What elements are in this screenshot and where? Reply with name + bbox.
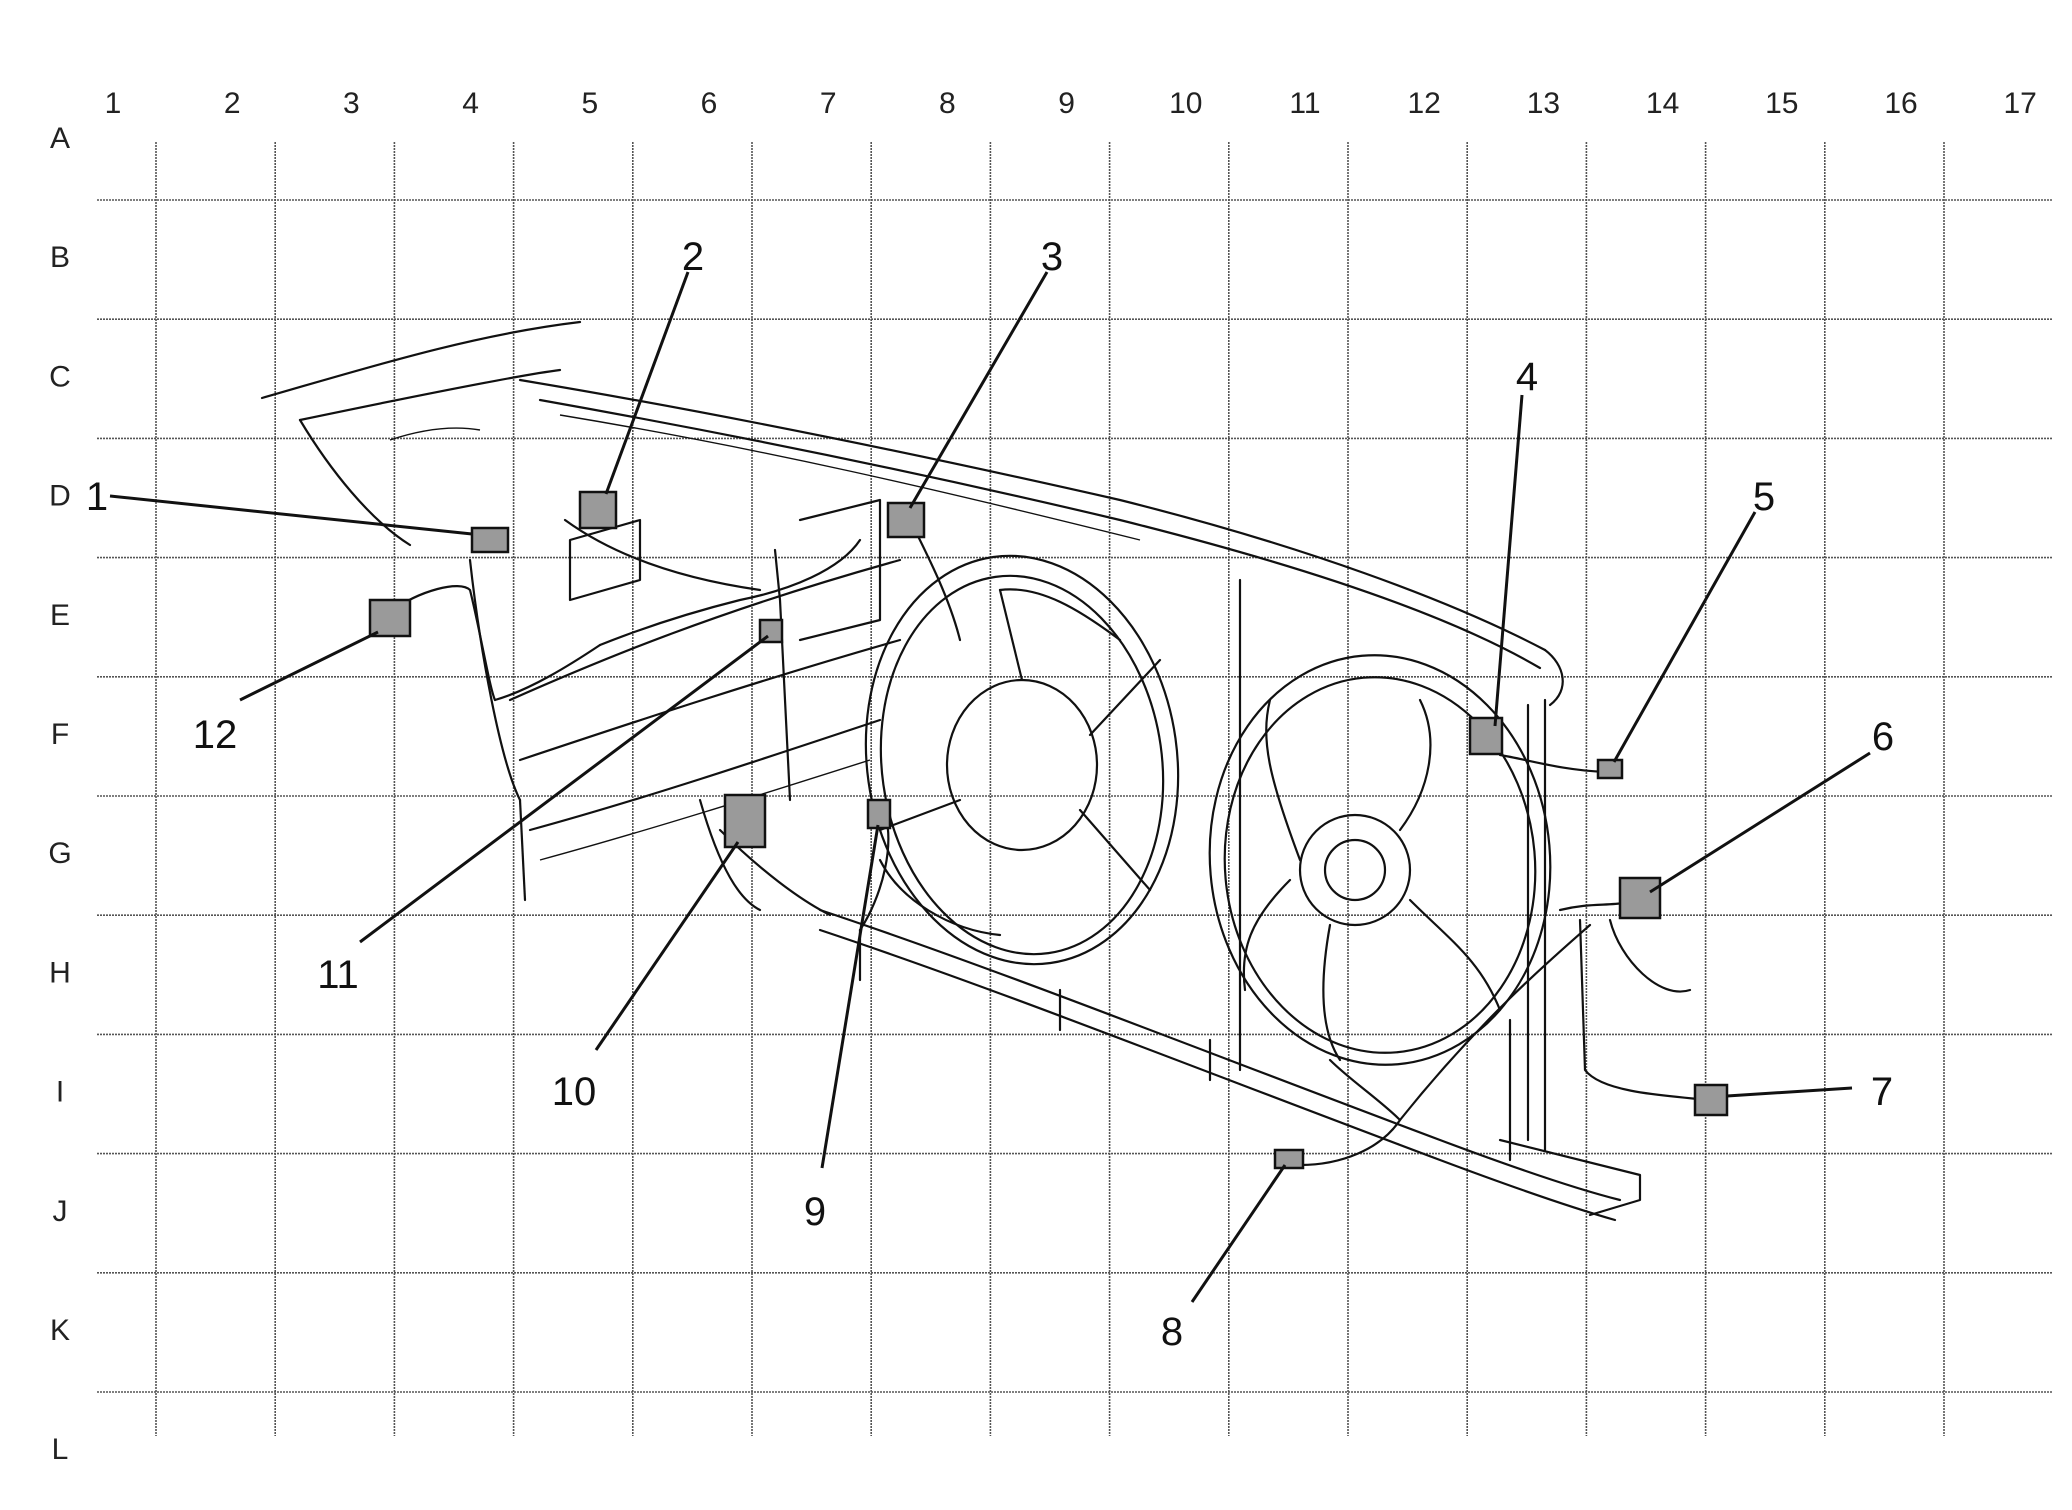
column-label: 10 bbox=[1169, 87, 1202, 120]
row-label: G bbox=[48, 837, 71, 870]
radiator-support-artwork bbox=[260, 320, 1712, 1222]
callout-9: 9 bbox=[804, 1190, 826, 1234]
column-label: 17 bbox=[2004, 87, 2037, 120]
column-label: 16 bbox=[1884, 87, 1917, 120]
row-label: A bbox=[50, 122, 70, 155]
column-label: 2 bbox=[224, 87, 241, 120]
column-label: 14 bbox=[1646, 87, 1679, 120]
callout-1: 1 bbox=[86, 475, 108, 519]
callout-3: 3 bbox=[1041, 235, 1063, 279]
row-label: C bbox=[49, 360, 71, 393]
connector-6 bbox=[1618, 876, 1662, 920]
connector-5 bbox=[1596, 758, 1624, 780]
column-label: 9 bbox=[1058, 87, 1075, 120]
column-label: 8 bbox=[939, 87, 956, 120]
row-label: F bbox=[51, 718, 69, 751]
connector-4 bbox=[1468, 716, 1504, 756]
leader-8 bbox=[1190, 1164, 1287, 1303]
connector-3 bbox=[886, 501, 926, 539]
row-label: J bbox=[53, 1195, 68, 1228]
column-label: 7 bbox=[820, 87, 837, 120]
column-label: 4 bbox=[462, 87, 479, 120]
column-label: 15 bbox=[1765, 87, 1798, 120]
grid bbox=[97, 142, 2052, 1436]
column-label: 11 bbox=[1289, 87, 1320, 120]
callout-2: 2 bbox=[682, 235, 704, 279]
leader-lines bbox=[109, 271, 1871, 1303]
column-label: 12 bbox=[1408, 87, 1441, 120]
leader-11 bbox=[359, 634, 769, 944]
leader-2 bbox=[604, 271, 690, 495]
leader-10 bbox=[594, 841, 740, 1051]
callout-12: 12 bbox=[193, 713, 238, 757]
leader-5 bbox=[1612, 511, 1757, 763]
leader-6 bbox=[1649, 751, 1871, 894]
row-label: D bbox=[49, 480, 71, 513]
column-label: 3 bbox=[343, 87, 360, 120]
connector-10 bbox=[723, 793, 767, 849]
connector-8 bbox=[1273, 1148, 1305, 1170]
callout-8: 8 bbox=[1161, 1310, 1183, 1354]
callout-4: 4 bbox=[1516, 355, 1538, 399]
column-label: 13 bbox=[1527, 87, 1560, 120]
column-label: 1 bbox=[105, 87, 122, 120]
leader-9 bbox=[820, 824, 880, 1169]
callout-10: 10 bbox=[552, 1070, 597, 1114]
leader-12 bbox=[239, 630, 379, 702]
connectors bbox=[368, 490, 1729, 1170]
callout-5: 5 bbox=[1753, 475, 1775, 519]
callout-6: 6 bbox=[1872, 715, 1894, 759]
leader-3 bbox=[908, 271, 1049, 509]
callout-11: 11 bbox=[317, 953, 359, 997]
column-label: 6 bbox=[701, 87, 718, 120]
connector-1 bbox=[470, 526, 510, 554]
callout-7: 7 bbox=[1871, 1070, 1893, 1114]
leader-7 bbox=[1726, 1086, 1853, 1098]
row-label: B bbox=[50, 241, 70, 274]
connector-2 bbox=[578, 490, 618, 530]
row-label: K bbox=[50, 1314, 70, 1347]
connector-7 bbox=[1693, 1083, 1729, 1117]
column-label: 5 bbox=[581, 87, 598, 120]
row-labels: A B C D E F G H I J K L bbox=[48, 122, 71, 1466]
leader-1 bbox=[109, 494, 473, 536]
connector-9 bbox=[866, 798, 892, 830]
row-label: H bbox=[49, 956, 71, 989]
leader-4 bbox=[1493, 394, 1524, 727]
connector-12 bbox=[368, 598, 412, 638]
row-label: L bbox=[52, 1433, 69, 1466]
row-label: E bbox=[50, 599, 70, 632]
row-label: I bbox=[56, 1076, 64, 1109]
callout-labels: 1 2 3 4 5 6 7 8 9 10 11 12 bbox=[86, 235, 1894, 1354]
